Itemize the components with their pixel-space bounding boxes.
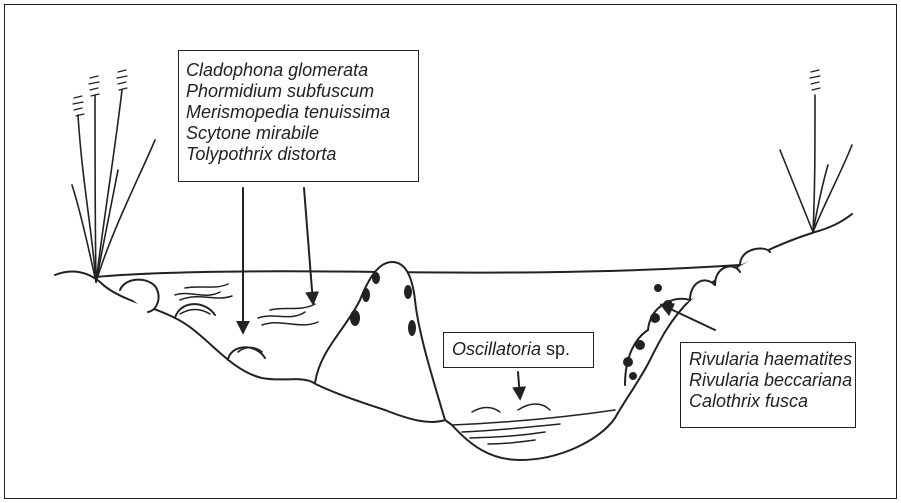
central-rock	[315, 262, 445, 420]
species-label: Rivularia beccariana	[689, 370, 855, 391]
right-rock-1	[690, 280, 715, 300]
arrow-to-oscillatoria	[518, 372, 520, 398]
genus-name: Oscillatoria	[452, 339, 541, 359]
arrow-to-right-bank	[662, 305, 715, 330]
species-label: Phormidium subfuscum	[186, 81, 418, 102]
species-label: Rivularia haematites	[689, 349, 855, 370]
label-box-bottom: Oscillatoria sp.	[443, 332, 594, 368]
species-label: Merismopedia tenuissima	[186, 102, 418, 123]
arrow-to-filaments	[304, 188, 313, 303]
reeds-right	[780, 95, 852, 232]
label-box-right-bank: Rivularia haematites Rivularia beccarian…	[680, 342, 856, 428]
right-rock-3	[740, 248, 770, 265]
filament-cluster-2	[258, 304, 318, 325]
left-rock-2	[175, 304, 215, 318]
species-label: Tolypothrix distorta	[186, 144, 418, 165]
species-label: Oscillatoria sp.	[452, 339, 593, 360]
species-suffix: sp.	[541, 339, 570, 359]
left-rock-3	[228, 347, 265, 360]
water-surface	[96, 265, 740, 277]
filament-cluster-1	[175, 284, 232, 300]
left-rock-1	[120, 280, 159, 312]
species-label: Scytone mirabile	[186, 123, 418, 144]
right-rock-2	[715, 266, 740, 285]
species-label: Calothrix fusca	[689, 391, 855, 412]
reed-seedheads-right	[810, 70, 820, 90]
reeds-left	[72, 90, 155, 282]
label-box-upper-left: Cladophona glomerata Phormidium subfuscu…	[178, 50, 419, 182]
species-label: Cladophona glomerata	[186, 60, 418, 81]
